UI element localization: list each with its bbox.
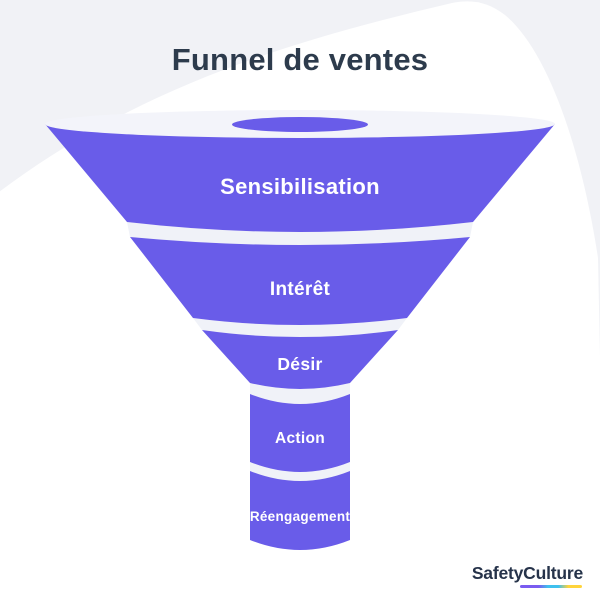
logo-wordmark: SafetyCulture [472,564,583,583]
funnel-stage-reengagement-shape [250,471,350,550]
funnel-stage-reengagement-label: Réengagement [250,509,351,524]
funnel-opening [232,117,368,132]
funnel-stage-interet-label: Intérêt [270,279,331,300]
logo-text-safety: Safety [471,563,524,584]
funnel-stage-action-label: Action [275,430,325,447]
safetyculture-logo: SafetyCulture [472,564,583,588]
logo-underline [520,584,582,588]
funnel-band-2 [193,318,407,337]
page-title: Funnel de ventes [171,42,429,77]
logo-text-culture: Culture [523,563,583,584]
funnel-stage-desir-label: Désir [277,354,322,374]
funnel-stage-interet-shape [130,237,470,325]
funnel-band-1 [127,222,473,245]
funnel-stage-sensibilisation-label: Sensibilisation [220,174,380,199]
funnel-band-4 [250,462,350,481]
funnel-stage-sensibilisation-shape [45,124,555,232]
funnel-stage-action-shape [250,394,350,472]
funnel-band-3 [250,383,350,404]
funnel-stage-desir-shape [202,330,398,389]
